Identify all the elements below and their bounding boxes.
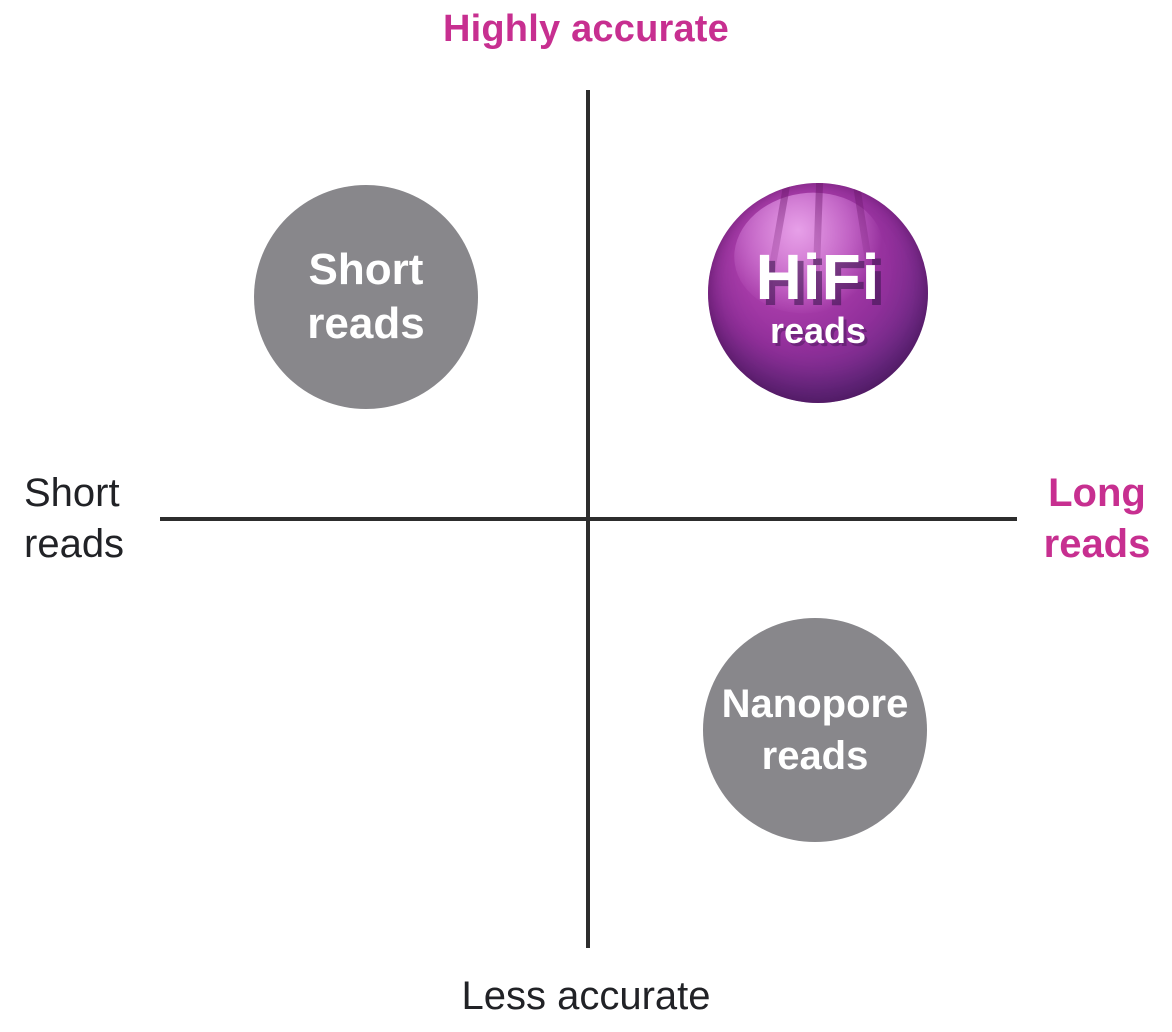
node-hifi-reads: HiFi reads: [708, 183, 928, 403]
axis-label-right-line2: reads: [1043, 522, 1151, 566]
axis-label-left: Short reads: [24, 468, 124, 570]
node-hifi-reads-line2: reads: [769, 310, 867, 351]
axis-label-top: Highly accurate: [443, 8, 729, 50]
axis-label-right-line1: Long: [1048, 471, 1146, 515]
node-short-reads: Short reads: [254, 185, 478, 409]
axis-label-bottom: Less accurate: [461, 974, 711, 1018]
node-nanopore-reads-line2: reads: [761, 734, 869, 778]
axis-label-right: Long reads: [1036, 468, 1158, 570]
axis-label-left-line2: reads: [24, 522, 125, 566]
node-short-reads-line2: reads: [307, 299, 425, 348]
axis-label-left-line1: Short: [24, 471, 120, 515]
node-hifi-reads-line1: HiFi: [755, 241, 881, 313]
node-short-reads-line1: Short: [308, 245, 424, 294]
horizontal-axis-line: [160, 517, 1017, 521]
node-nanopore-reads: Nanopore reads: [703, 618, 927, 842]
node-nanopore-reads-line1: Nanopore: [721, 682, 909, 726]
